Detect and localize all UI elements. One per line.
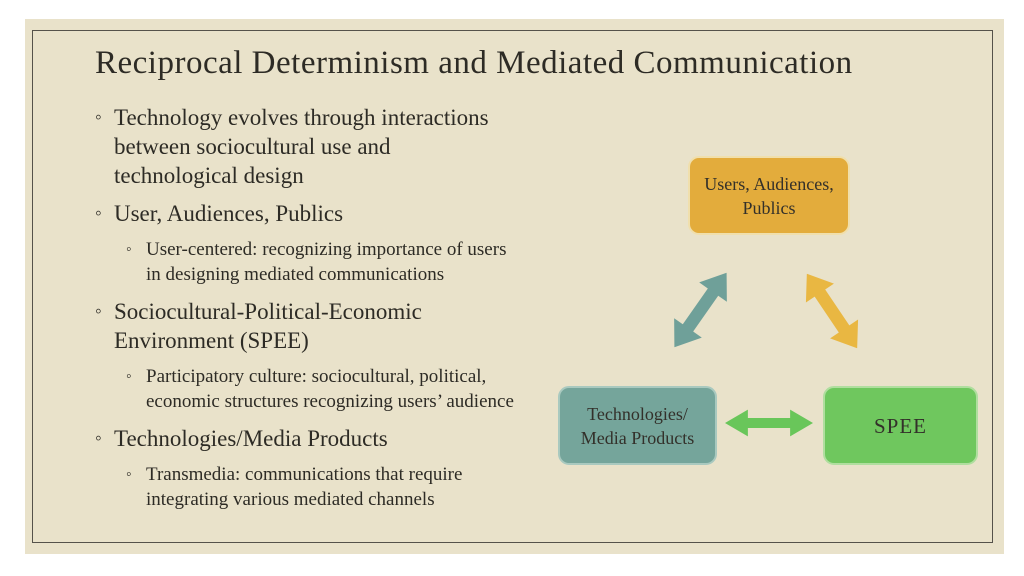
bullet-list: ◦ Technology evolves through interaction… bbox=[95, 103, 570, 522]
bullet-text: Technology evolves through interactions … bbox=[114, 103, 489, 190]
double-arrow-users-spee-icon bbox=[791, 263, 873, 359]
diagram-node-users-audiences-publics: Users, Audiences, Publics bbox=[688, 156, 850, 235]
bullet-line: in designing mediated communications bbox=[146, 264, 445, 285]
bullet-line: User-centered: recognizing importance of… bbox=[146, 239, 507, 260]
node-label-line: Publics bbox=[742, 197, 796, 218]
bullet-text: User-centered: recognizing importance of… bbox=[146, 237, 506, 287]
bullet-item: ◦ Sociocultural-Political-Economic Envir… bbox=[95, 297, 570, 355]
bullet-icon: ◦ bbox=[95, 301, 102, 322]
bullet-line: integrating various mediated channels bbox=[146, 489, 435, 510]
node-label-line: Technologies/ bbox=[587, 403, 688, 424]
double-arrow-technologies-spee-icon bbox=[725, 408, 813, 438]
bullet-icon: ◦ bbox=[95, 107, 102, 128]
bullet-icon: ◦ bbox=[126, 466, 132, 483]
diagram-node-spee: SPEE bbox=[823, 386, 978, 465]
bullet-text: Technologies/Media Products bbox=[114, 424, 388, 453]
bullet-text: User, Audiences, Publics bbox=[114, 199, 343, 228]
bullet-line: between sociocultural use and bbox=[114, 134, 391, 159]
bullet-icon: ◦ bbox=[95, 203, 102, 224]
bullet-icon: ◦ bbox=[126, 241, 132, 258]
bullet-line: technological design bbox=[114, 163, 304, 188]
diagram-node-technologies-media-products: Technologies/ Media Products bbox=[558, 386, 717, 465]
sub-bullet-item: ◦ Transmedia: communications that requir… bbox=[95, 462, 570, 512]
bullet-line: Participatory culture: sociocultural, po… bbox=[146, 366, 487, 387]
bullet-line: Technologies/Media Products bbox=[114, 426, 388, 451]
bullet-item: ◦ Technology evolves through interaction… bbox=[95, 103, 570, 190]
bullet-line: Technology evolves through interactions bbox=[114, 105, 489, 130]
bullet-item: ◦ Technologies/Media Products bbox=[95, 424, 570, 453]
bullet-line: User, Audiences, Publics bbox=[114, 201, 344, 226]
bullet-line: economic structures recognizing users’ a… bbox=[146, 391, 514, 412]
bullet-line: Transmedia: communications that require bbox=[146, 464, 463, 485]
node-label-line: Media Products bbox=[580, 427, 695, 448]
node-label-line: Users, Audiences, bbox=[704, 173, 834, 194]
double-arrow-technologies-users-icon bbox=[659, 262, 742, 358]
bullet-line: Environment (SPEE) bbox=[114, 328, 309, 353]
slide: Reciprocal Determinism and Mediated Comm… bbox=[25, 19, 1004, 554]
sub-bullet-item: ◦ User-centered: recognizing importance … bbox=[95, 237, 570, 287]
node-label-line: SPEE bbox=[873, 413, 927, 438]
bullet-line: Sociocultural-Political-Economic bbox=[114, 299, 422, 324]
bullet-text: Transmedia: communications that require … bbox=[146, 462, 462, 512]
bullet-item: ◦ User, Audiences, Publics bbox=[95, 199, 570, 228]
bullet-text: Sociocultural-Political-Economic Environ… bbox=[114, 297, 422, 355]
sub-bullet-item: ◦ Participatory culture: sociocultural, … bbox=[95, 364, 570, 414]
bullet-icon: ◦ bbox=[126, 368, 132, 385]
bullet-text: Participatory culture: sociocultural, po… bbox=[146, 364, 514, 414]
slide-title: Reciprocal Determinism and Mediated Comm… bbox=[95, 45, 853, 81]
bullet-icon: ◦ bbox=[95, 428, 102, 449]
